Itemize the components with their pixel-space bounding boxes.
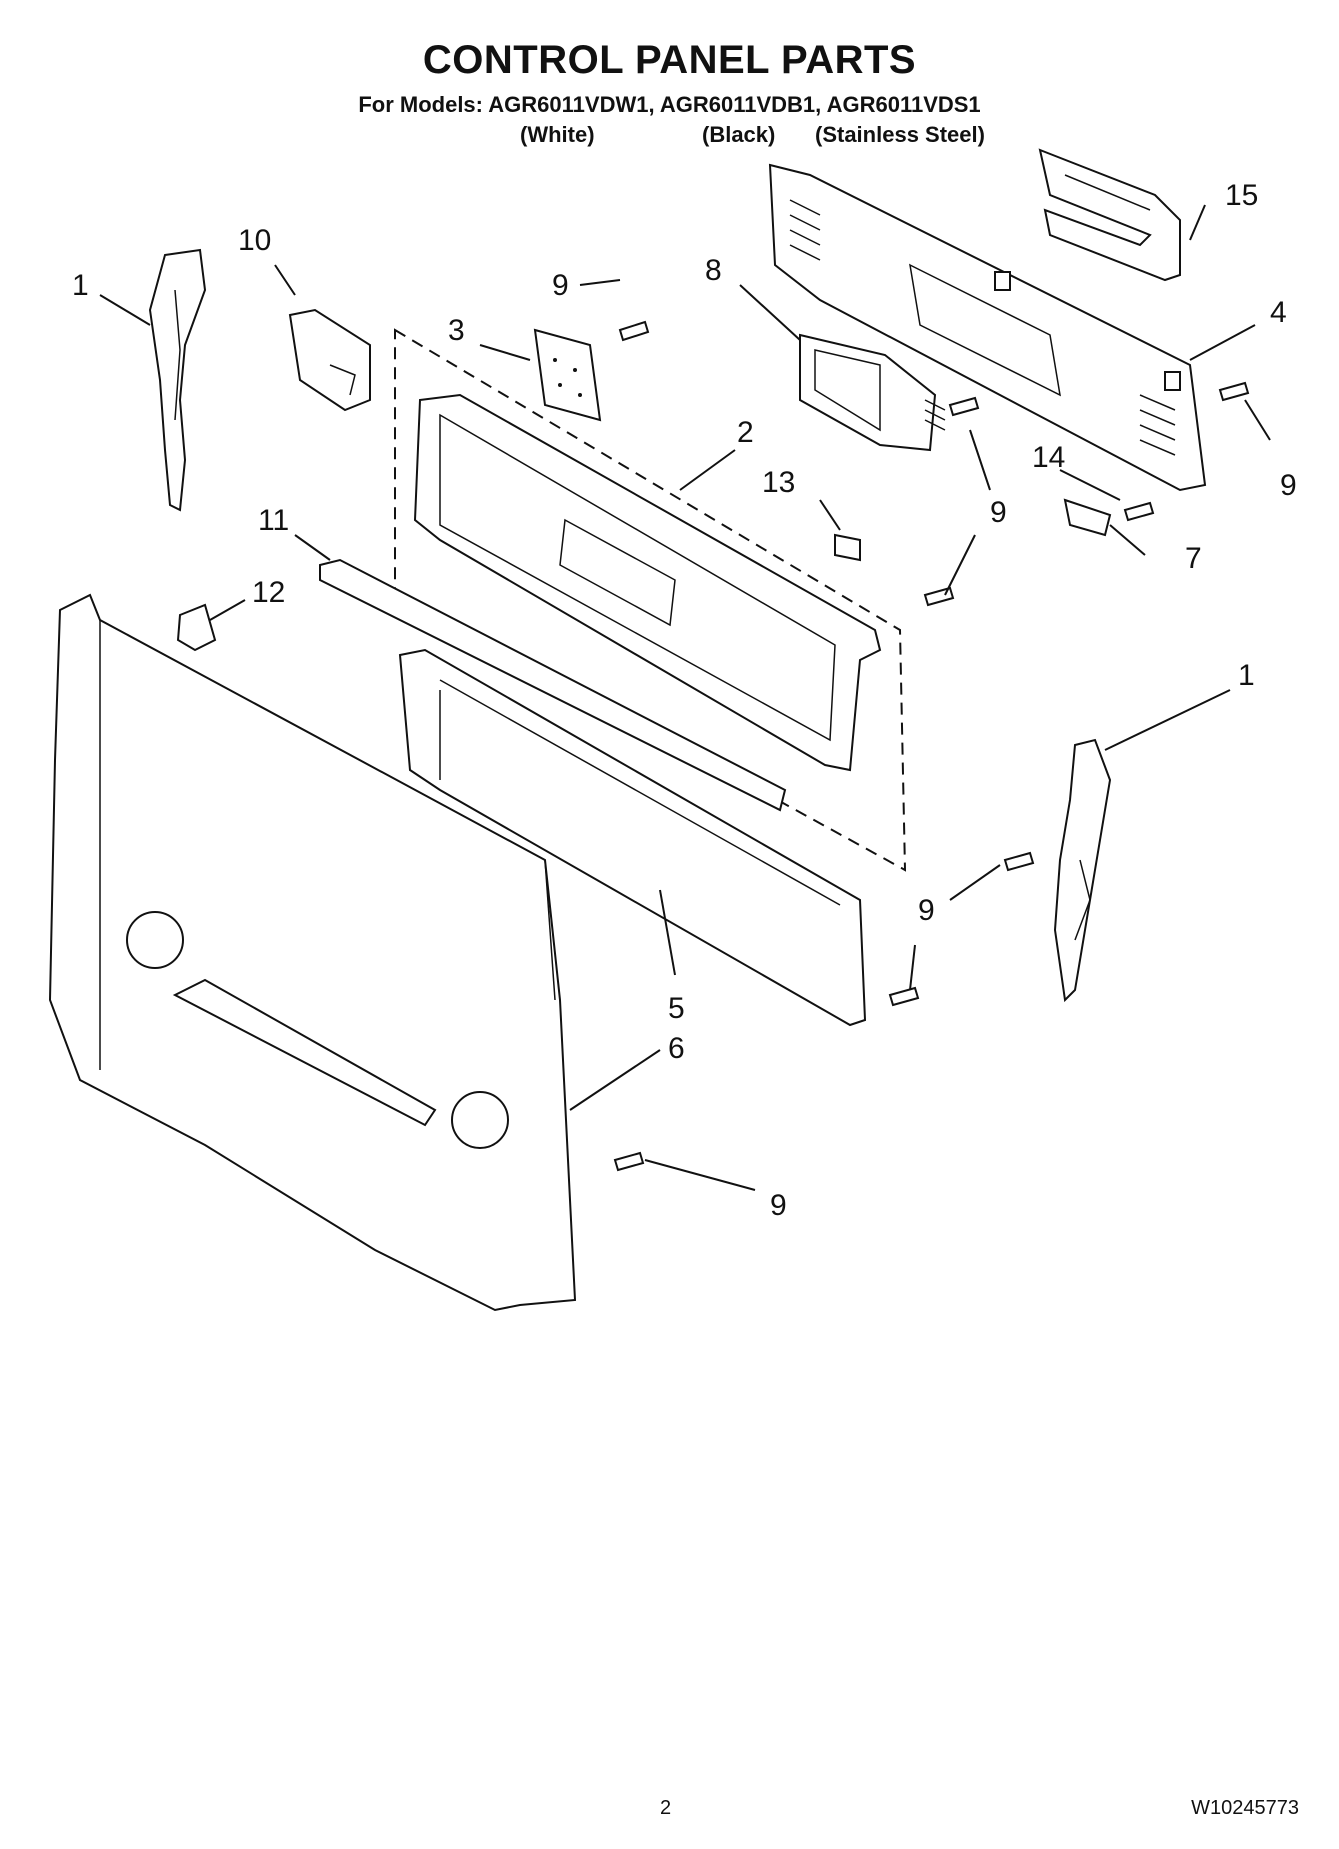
callout-8: 8 (705, 254, 722, 287)
variant-white: (White) (520, 122, 595, 147)
callout-13: 13 (762, 466, 795, 499)
dashed-outline (394, 328, 907, 872)
callout-9-bottom: 9 (770, 1189, 787, 1222)
callout-1-left: 1 (72, 269, 89, 302)
callout-2: 2 (737, 416, 754, 449)
callout-9-board: 9 (990, 496, 1007, 529)
variant-stainless: (Stainless Steel) (815, 122, 985, 147)
callout-9-top: 9 (552, 269, 569, 302)
page-number: 2 (660, 1797, 672, 1819)
part-13-switch (834, 533, 861, 562)
part-10-clip-bracket (288, 308, 371, 412)
callout-10: 10 (238, 224, 271, 257)
part-7-clip (1063, 498, 1112, 537)
callout-3: 3 (448, 314, 465, 347)
document-number: W10245773 (1191, 1797, 1299, 1819)
callout-14: 14 (1032, 441, 1065, 474)
callout-4: 4 (1270, 296, 1287, 329)
variant-black: (Black) (702, 122, 776, 147)
callout-labels: 1 10 9 3 8 15 4 2 9 13 14 9 7 11 12 1 9 … (72, 179, 1297, 1222)
page-title: CONTROL PANEL PARTS (422, 38, 917, 82)
part-11-trim-strip (319, 558, 787, 812)
part-3-small-board (533, 328, 602, 422)
part-1-right-endcap (1053, 738, 1112, 1003)
callout-6: 6 (668, 1032, 685, 1065)
part-4-back-panel (768, 163, 1207, 492)
models-line: For Models: AGR6011VDW1, AGR6011VDB1, AG… (358, 92, 981, 117)
part-1-left-endcap (148, 248, 207, 512)
callout-15: 15 (1225, 179, 1258, 212)
part-15-bracket (1038, 148, 1181, 282)
callout-1-right: 1 (1238, 659, 1255, 692)
part-12-clip (176, 603, 217, 652)
part-8-control-board (799, 333, 946, 452)
callout-5: 5 (668, 992, 685, 1025)
part-2-console (413, 393, 882, 772)
part-6-large-panel (48, 593, 577, 1312)
callout-11: 11 (258, 504, 289, 537)
part-5-front-bracket (398, 648, 867, 1027)
callout-7: 7 (1185, 542, 1202, 575)
callout-9-lower: 9 (918, 894, 935, 927)
callout-12: 12 (252, 576, 285, 609)
callout-9-right: 9 (1280, 469, 1297, 502)
leader-lines (99, 204, 1271, 1191)
